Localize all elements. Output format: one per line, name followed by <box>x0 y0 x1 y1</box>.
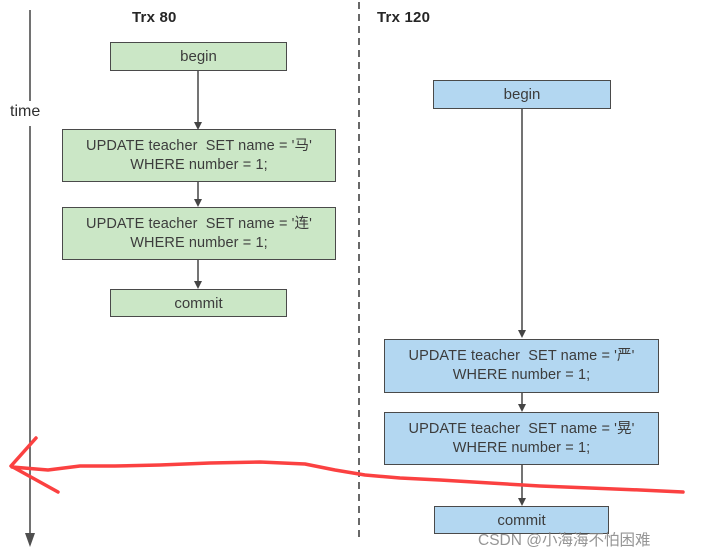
trx120-update2-sql-line2: WHERE number = 1; <box>452 439 591 456</box>
trx120-begin-label: begin <box>503 86 541 103</box>
trx120-update1-sql-line2: WHERE number = 1; <box>452 367 591 383</box>
time-axis-label: time <box>10 103 41 120</box>
trx120-flow-arrows <box>518 109 526 506</box>
trx80-update2-sql-line2: WHERE number = 1; <box>130 234 268 251</box>
trx80-update2-sql-line1: UPDATE teacher SET name = '连' <box>86 215 312 232</box>
trx80-update1-sql-line2: WHERE number = 1; <box>130 156 268 173</box>
trx120-update1-sql-line1: UPDATE teacher SET name = '严' <box>408 348 635 365</box>
trx80-commit-node: commit <box>110 289 287 317</box>
trx120-commit-node: commit <box>434 506 609 534</box>
trx120-begin-node: begin <box>433 80 611 109</box>
trx120-update1-node: UPDATE teacher SET name = '严' WHERE numb… <box>384 339 659 393</box>
trx80-update1-sql-line1: UPDATE teacher SET name = '马' <box>86 137 312 154</box>
trx80-begin-node: begin <box>110 42 287 71</box>
red-annotation-arrow <box>9 436 685 494</box>
trx120-update2-sql-line1: UPDATE teacher SET name = '晃' <box>408 420 635 437</box>
trx80-flow-arrows <box>194 71 202 289</box>
trx80-begin-label: begin <box>180 48 217 65</box>
csdn-watermark: CSDN @小海海不怕困难 <box>478 532 651 549</box>
trx80-commit-label: commit <box>174 294 223 312</box>
time-axis-arrowhead <box>25 533 35 547</box>
trx120-commit-label: commit <box>497 511 546 529</box>
trx120-update2-node: UPDATE teacher SET name = '晃' WHERE numb… <box>384 412 659 465</box>
trx80-title: Trx 80 <box>132 9 177 26</box>
trx80-update2-node: UPDATE teacher SET name = '连' WHERE numb… <box>62 207 336 260</box>
trx120-title: Trx 120 <box>377 9 431 26</box>
trx80-update1-node: UPDATE teacher SET name = '马' WHERE numb… <box>62 129 336 182</box>
